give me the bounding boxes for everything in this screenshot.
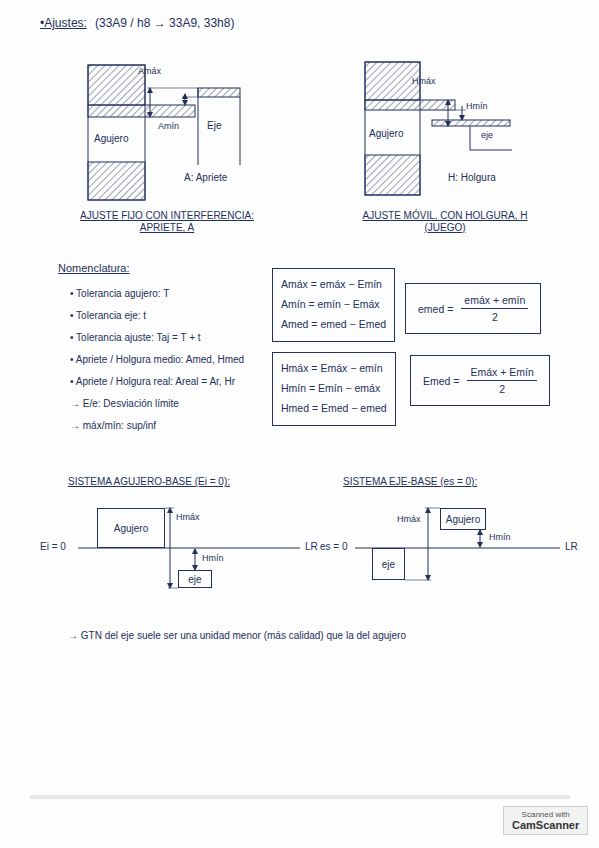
note-item: • Apriete / Holgura real: Areal = Ar, Hr — [70, 376, 235, 388]
formula-box: Amáx = emáx − EmínAmín = emín − EmáxAmed… — [272, 268, 395, 342]
formula-line: Amáx = emáx − Emín — [281, 275, 386, 295]
fraction: Emáx + Emín2 — [467, 364, 536, 397]
section-heading: SISTEMA EJE-BASE (es = 0): — [343, 476, 477, 488]
tolerance-box: Agujero — [97, 508, 165, 548]
numerator: Emáx + Emín — [467, 364, 536, 380]
scanner-badge: Scanned withCamScanner — [503, 806, 588, 835]
box-text: eje — [382, 559, 395, 570]
formula-box: Hmáx = Emáx − emínHmín = Emín − emáxHmed… — [272, 352, 396, 426]
formula-term: emed = — [418, 303, 453, 315]
part-label: Eje — [207, 120, 221, 132]
note-text: → GTN del eje suele ser una unidad menor… — [68, 630, 406, 642]
section-heading: SISTEMA AGUJERO-BASE (Ei = 0): — [68, 476, 230, 488]
box-text: Agujero — [114, 523, 148, 534]
note-item: • Tolerancia agujero: T — [70, 288, 169, 300]
section-heading: Nomenclatura: — [58, 262, 130, 275]
tolerance-box: Agujero — [440, 508, 486, 530]
dimension-label: Hmín — [466, 101, 488, 112]
formula-line: Amín = emín − Emáx — [281, 295, 386, 315]
fraction: emáx + emín2 — [461, 292, 528, 325]
legend-note: H: Holgura — [448, 172, 496, 184]
fit-code: (33A9 / h8 → 33A9, 33h8) — [95, 16, 234, 30]
dimension-label: Hmáx — [397, 514, 421, 525]
tolerance-box: eje — [178, 570, 212, 588]
part-label: Agujero — [369, 128, 403, 140]
formula-line: Amed = emed − Emed — [281, 315, 386, 335]
note-item: → E/e: Desviación límite — [70, 398, 179, 410]
note-item: • Tolerancia ajuste: Taj = T + t — [70, 332, 201, 344]
legend-note: A: Apriete — [184, 172, 227, 184]
denominator: 2 — [467, 380, 536, 397]
numerator: emáx + emín — [461, 292, 528, 308]
reference-label: LR — [565, 541, 578, 553]
formula-line: Hmín = Emín − emáx — [281, 379, 387, 399]
dimension-label: Amáx — [138, 66, 161, 77]
part-label: Agujero — [94, 133, 128, 145]
figure-caption: AJUSTE MÓVIL, CON HOLGURA, H (JUEGO) — [350, 210, 540, 234]
dimension-label: Hmáx — [412, 76, 436, 87]
denominator: 2 — [461, 308, 528, 325]
box-text: Agujero — [446, 514, 480, 525]
note-item: • Apriete / Holgura medio: Amed, Hmed — [70, 354, 244, 366]
badge-caption: Scanned with — [512, 810, 579, 819]
badge-brand: CamScanner — [512, 819, 579, 831]
dimension-label: Hmáx — [176, 512, 200, 523]
dimension-label: Hmín — [202, 553, 224, 564]
figure-caption: AJUSTE FIJO CON INTERFERENCIA: APRIETE, … — [72, 210, 262, 234]
reference-label: Ei = 0 — [40, 541, 66, 553]
formula-box: Emed = Emáx + Emín2 — [410, 355, 550, 406]
dimension-label: Hmín — [489, 532, 511, 543]
formula-line: Hmed = Emed − emed — [281, 399, 387, 419]
formula-term: Emed = — [423, 375, 459, 387]
part-label: eje — [481, 130, 493, 141]
box-text: eje — [188, 574, 201, 585]
note-item: • Tolerancia eje: t — [70, 310, 146, 322]
page-title: •Ajustes: — [40, 16, 87, 30]
note-item: → máx/mín: sup/inf — [70, 420, 156, 432]
dimension-label: Amín — [158, 121, 179, 132]
formula-box: emed = emáx + emín2 — [405, 283, 541, 334]
reference-label: LR — [305, 541, 318, 553]
reference-label: es = 0 — [320, 541, 348, 553]
tolerance-box: eje — [372, 548, 405, 580]
formula-line: Hmáx = Emáx − emín — [281, 359, 387, 379]
